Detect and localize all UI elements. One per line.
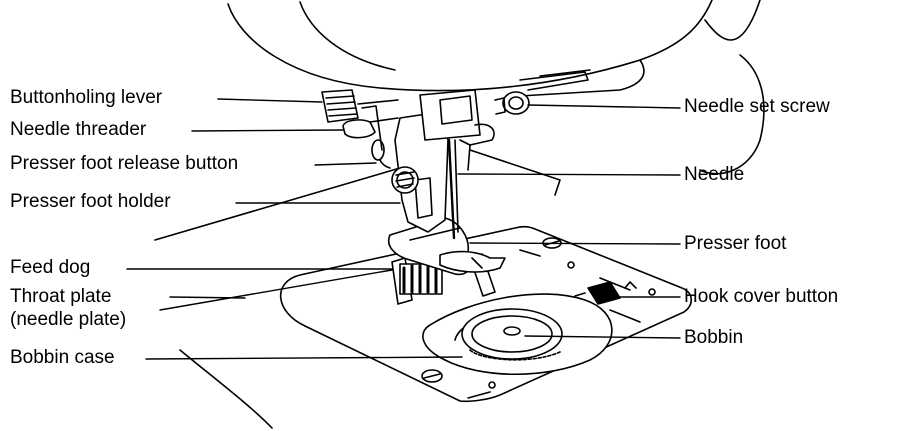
needle-set-screw-shape (494, 69, 591, 115)
needle-assembly (419, 89, 495, 240)
label-presser-foot: Presser foot (684, 233, 787, 254)
label-needle-set-screw: Needle set screw (684, 96, 830, 117)
leader-lines-right (457, 104, 681, 339)
needle-threader-shape (342, 105, 399, 151)
label-hook-cover-button: Hook cover button (684, 286, 839, 307)
label-feed-dog: Feed dog (10, 257, 91, 278)
label-buttonholing-lever: Buttonholing lever (10, 87, 163, 108)
machine-arm (227, 0, 765, 175)
label-needle-threader: Needle threader (10, 119, 147, 140)
buttonholing-lever-shape (321, 89, 399, 123)
leader-lines-left (126, 98, 463, 360)
hook-cover-button-shape (574, 281, 637, 305)
feed-dog-teeth (399, 263, 443, 295)
label-needle-plate: (needle plate) (10, 309, 127, 330)
label-needle: Needle (684, 164, 745, 185)
label-bobbin-case: Bobbin case (10, 347, 115, 368)
label-presser-foot-release-button: Presser foot release button (10, 153, 239, 174)
label-bobbin: Bobbin (684, 327, 744, 348)
label-throat-plate: Throat plate (10, 286, 112, 307)
presser-foot-shape (388, 217, 506, 276)
label-presser-foot-holder: Presser foot holder (10, 191, 171, 212)
hook-cover (422, 293, 613, 376)
